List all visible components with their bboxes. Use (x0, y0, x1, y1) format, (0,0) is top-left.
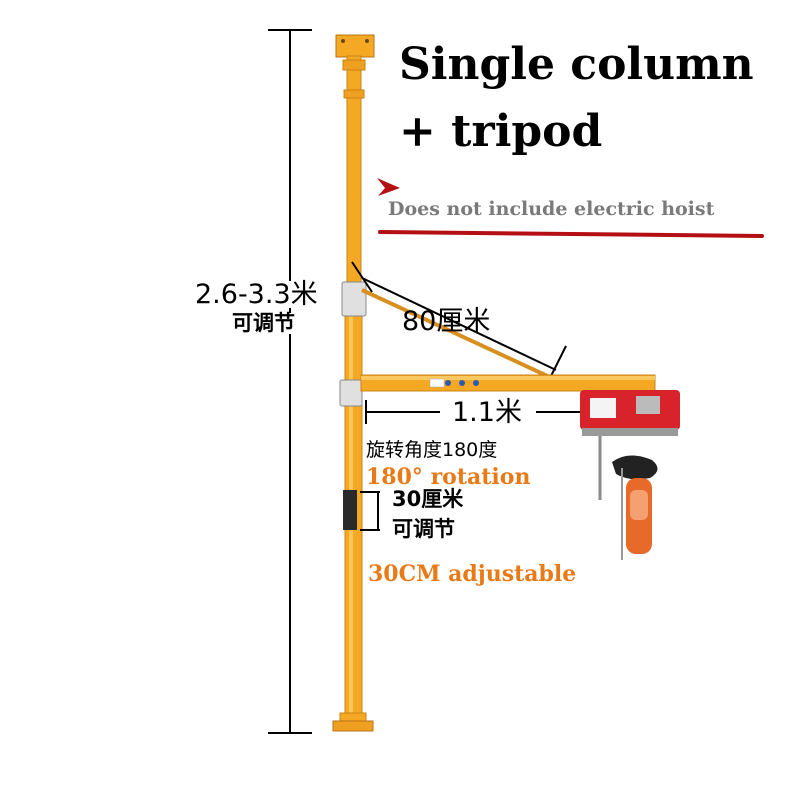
brace-length-label: 80厘米 (402, 306, 491, 337)
adjust-range-label: 30厘米 (392, 487, 464, 511)
height-adjustable-label: 可调节 (232, 311, 295, 335)
height-dimension-line (268, 29, 312, 734)
title-line-1: Single column (399, 39, 754, 90)
base-plate (332, 712, 374, 732)
rotation-cn-label: 旋转角度180度 (366, 439, 498, 461)
top-plate (335, 34, 375, 58)
adjust-en-label: 30CM adjustable (368, 561, 577, 587)
height-lock-clamp (343, 490, 357, 530)
arm-collar (339, 379, 363, 407)
diagonal-brace (361, 288, 557, 382)
red-arrow-icon (377, 178, 400, 196)
horizontal-arm (360, 374, 656, 392)
adjust-label: 可调节 (392, 517, 455, 541)
electric-hoist (580, 390, 680, 560)
note-underline (378, 230, 764, 238)
arm-length-label: 1.1米 (452, 397, 522, 428)
adjust-dimension-bracket (360, 491, 380, 531)
title-line-2: + tripod (399, 106, 603, 157)
brace-collar (341, 281, 367, 317)
rotation-en-label: 180° rotation (366, 464, 531, 490)
note-text: Does not include electric hoist (388, 198, 715, 220)
height-range-label: 2.6-3.3米 (195, 279, 318, 310)
